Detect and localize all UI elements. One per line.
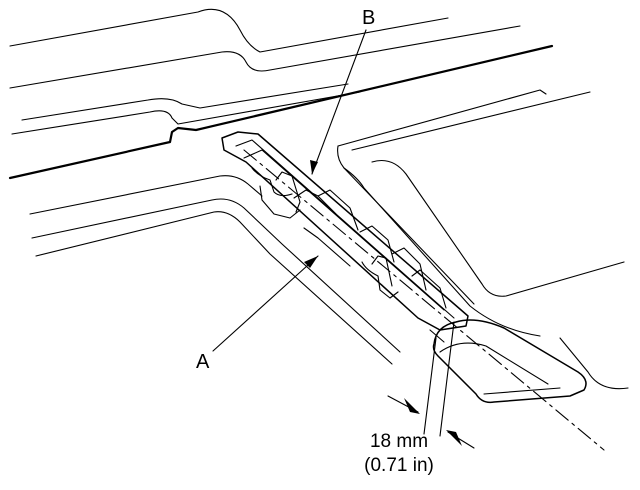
leader-arrow-b-icon	[310, 160, 318, 174]
bracket-edge	[432, 319, 587, 404]
dimension-metric-label: 18 mm	[369, 431, 429, 452]
dimension-arrow-left-icon	[404, 398, 420, 414]
leader-lines	[212, 29, 367, 352]
dimension-lines	[387, 321, 475, 449]
callout-label-b: B	[362, 7, 376, 29]
dimension-imperial-label: (0.71 in)	[364, 455, 434, 476]
dimension-arrow-right-icon	[446, 430, 462, 446]
roof-opening-outline	[337, 89, 629, 390]
headliner-outline	[29, 175, 401, 365]
roof-panel-outline	[9, 8, 521, 135]
centerline	[243, 149, 605, 451]
clip-a-retainer	[221, 131, 469, 331]
leader-arrow-a-icon	[304, 256, 318, 268]
callout-label-a: A	[196, 351, 210, 373]
roof-seam-line	[8, 44, 554, 180]
